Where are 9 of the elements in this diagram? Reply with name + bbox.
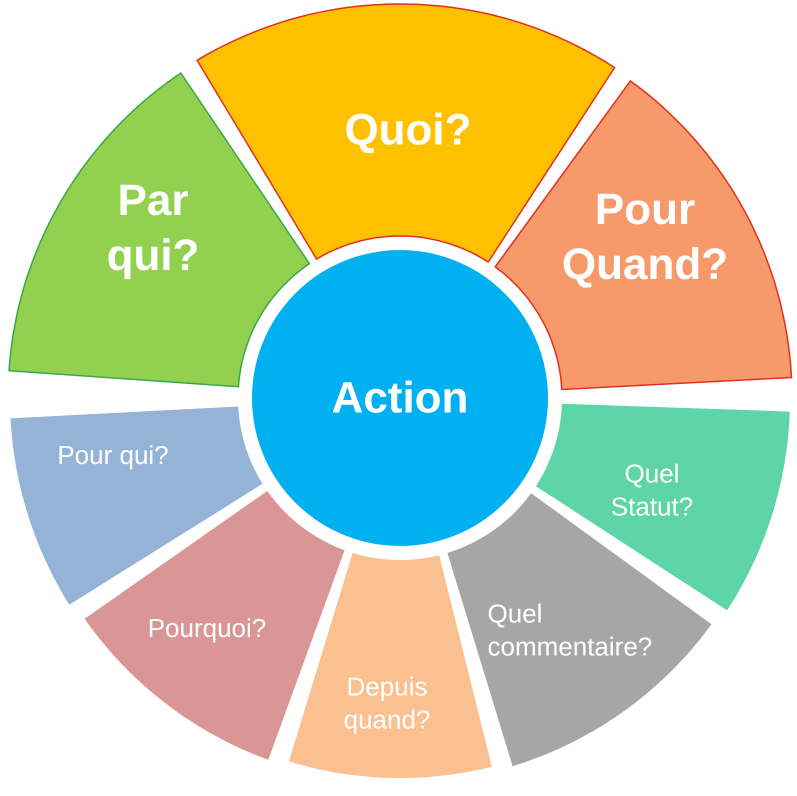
segment-label: Par qui? — [106, 175, 200, 282]
segment-label: Quoi? — [343, 104, 473, 156]
segment-label: Pour Quand? — [560, 184, 730, 291]
segment-label: Action — [330, 372, 470, 424]
segment-label: Quel commentaire? — [488, 598, 654, 662]
segment-label: Quel Statut? — [610, 458, 694, 522]
segment-label: Pourquoi? — [146, 612, 268, 644]
segment-label: Pour qui? — [56, 438, 170, 472]
segment-label: Depuis quand? — [342, 670, 432, 736]
